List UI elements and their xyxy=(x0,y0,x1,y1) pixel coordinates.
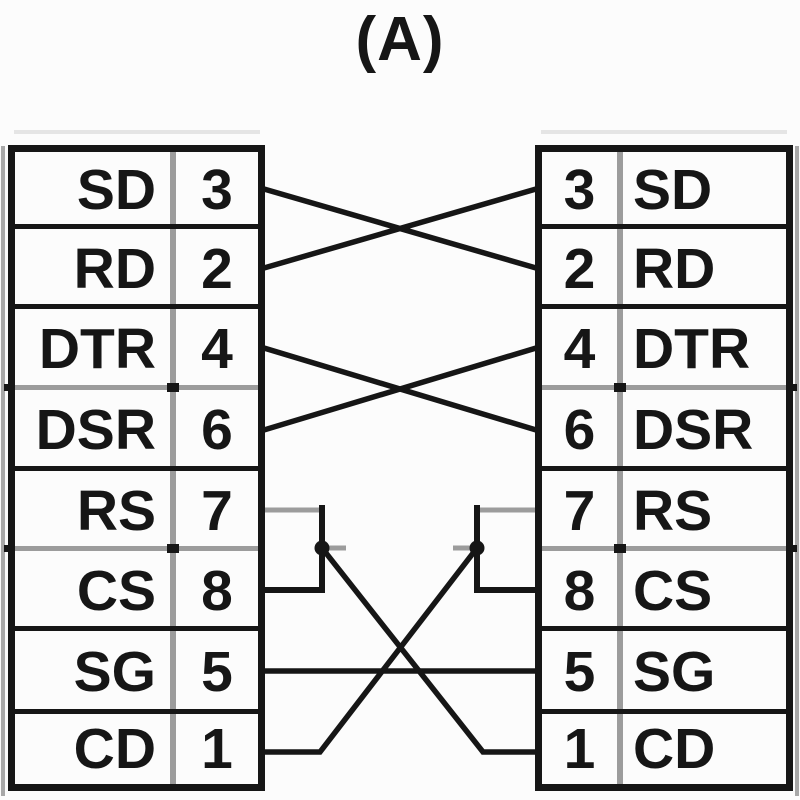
signal-label: RS xyxy=(633,478,713,543)
connector-row: RD 2 xyxy=(15,229,258,309)
signal-label: CD xyxy=(73,716,156,781)
pin-number: 2 xyxy=(563,236,596,301)
pin-number: 1 xyxy=(201,716,233,781)
divider-junction-dot xyxy=(614,383,626,392)
divider-edge-nub xyxy=(4,545,12,552)
pin-number: 7 xyxy=(201,478,233,543)
connector-row: 5 SG xyxy=(542,631,786,714)
connector-row: 4 DTR xyxy=(542,309,786,390)
signal-label: CD xyxy=(633,716,716,781)
signal-label: SG xyxy=(73,640,156,704)
pin-number: 8 xyxy=(201,558,233,623)
pin-number: 8 xyxy=(563,558,596,623)
divider-junction-dot xyxy=(167,544,179,553)
signal-label: SD xyxy=(76,158,156,222)
connector-row: 7 RS xyxy=(542,471,786,551)
connector-row: RS 7 xyxy=(15,471,258,551)
right-junction-dot xyxy=(469,540,485,556)
signal-label: DTR xyxy=(633,317,751,381)
row-divider xyxy=(15,626,258,631)
wire-rd2-to-sd3-cross xyxy=(260,185,540,272)
signal-label: RS xyxy=(76,478,156,543)
row-divider xyxy=(15,304,258,309)
divider-junction-dot xyxy=(614,544,626,553)
row-divider xyxy=(542,224,786,229)
row-divider xyxy=(542,626,786,631)
left-rs-cs-jumper xyxy=(261,505,325,593)
signal-label: CS xyxy=(633,558,713,623)
row-divider xyxy=(542,709,786,714)
connector-row: 8 CS xyxy=(542,551,786,631)
left-connector-table: SD 3 RD 2 DTR 4 DSR 6 RS 7 CS 8 SG 5 CD 1 xyxy=(4,145,265,791)
wire-dsr6-to-dtr4-cross xyxy=(260,344,540,434)
connector-row: DSR 6 xyxy=(15,390,258,471)
pin-number: 5 xyxy=(201,640,233,704)
row-divider-gray xyxy=(15,546,258,551)
row-divider xyxy=(15,466,258,471)
pin-number: 6 xyxy=(201,398,233,462)
divider-edge-nub xyxy=(789,545,797,552)
signal-label: CS xyxy=(76,558,156,623)
wire-left-cd1-to-right-jumper xyxy=(261,544,481,755)
signal-label: RD xyxy=(73,236,156,301)
row-divider xyxy=(15,224,258,229)
signal-label: DSR xyxy=(633,398,754,462)
row-divider-gray xyxy=(15,385,258,390)
connector-row: SD 3 xyxy=(15,152,258,229)
connector-row: DTR 4 xyxy=(15,309,258,390)
pin-number: 3 xyxy=(563,158,596,222)
divider-edge-nub xyxy=(789,384,797,391)
connector-row: 2 RD xyxy=(542,229,786,309)
pin-number: 4 xyxy=(201,317,233,381)
right-rs-cs-jumper xyxy=(474,505,539,593)
scan-ghost-line xyxy=(541,130,787,134)
pin-number: 7 xyxy=(563,478,596,543)
pin-number: 3 xyxy=(201,158,233,222)
row-divider-gray xyxy=(542,385,786,390)
connector-row: 1 CD xyxy=(542,714,786,784)
wire-right-cd1-to-left-jumper xyxy=(318,544,539,755)
connector-row: CD 1 xyxy=(15,714,258,784)
scan-ghost-line xyxy=(14,130,260,134)
signal-label: DSR xyxy=(35,398,156,462)
row-divider xyxy=(542,466,786,471)
divider-edge-nub xyxy=(4,384,12,391)
row-divider xyxy=(542,304,786,309)
left-edge-shadow-line xyxy=(1,146,5,796)
left-junction-dot xyxy=(314,540,330,556)
signal-label: DTR xyxy=(38,317,156,381)
right-connector-table: 3 SD 2 RD 4 DTR 6 DSR 7 RS 8 CS 5 SG 1 CD xyxy=(535,145,797,791)
pin-number: 4 xyxy=(563,317,596,381)
connector-row: 3 SD xyxy=(542,152,786,229)
row-divider xyxy=(15,709,258,714)
diagram-title: (A) xyxy=(355,5,445,74)
connector-row: SG 5 xyxy=(15,631,258,714)
signal-label: SG xyxy=(633,640,716,704)
connector-row: CS 8 xyxy=(15,551,258,631)
signal-label: RD xyxy=(633,236,716,301)
pin-number: 1 xyxy=(563,716,596,781)
pin-number: 5 xyxy=(563,640,596,704)
pin-number: 6 xyxy=(563,398,596,462)
right-edge-shadow-line xyxy=(795,146,799,796)
divider-junction-dot xyxy=(167,383,179,392)
connector-row: 6 DSR xyxy=(542,390,786,471)
signal-label: SD xyxy=(633,158,713,222)
pin-number: 2 xyxy=(201,236,233,301)
row-divider-gray xyxy=(542,546,786,551)
